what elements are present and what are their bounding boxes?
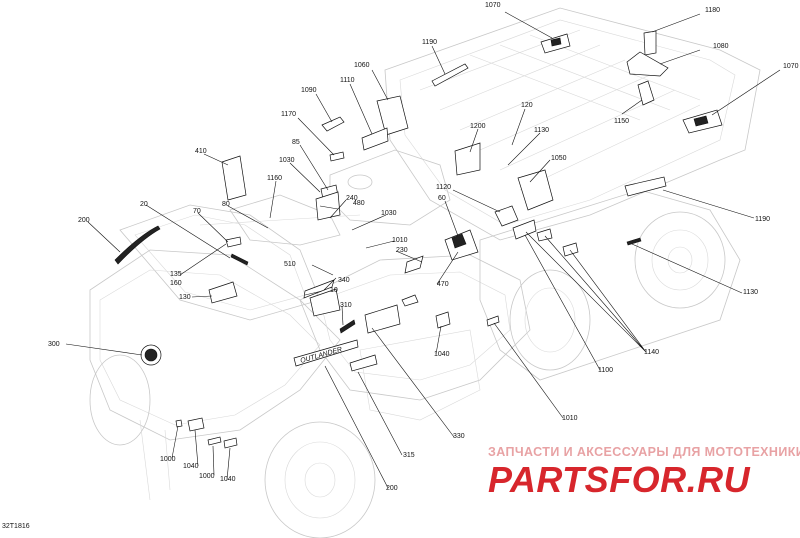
watermark-logo: PARTSFOR.RU [488,459,751,500]
callout-330: 330 [453,433,465,440]
decal-315 [349,354,378,372]
leader-lines [65,11,781,489]
decal-70 [225,236,242,248]
drawing-code: 32T1816 [2,523,30,530]
callout-120: 120 [521,102,533,109]
callout-200-bottom: 200 [386,485,398,492]
decal-1110 [361,127,389,151]
decal-1190-top [431,63,469,87]
callout-1140: 1140 [644,349,659,356]
callout-135: 135 [170,271,182,278]
decal-1070-top-mark [550,37,562,47]
callout-1160: 1160 [267,175,282,182]
decals: OUTLANDER [114,30,723,449]
callout-410: 410 [195,148,207,155]
callout-10: 10 [330,287,338,294]
callout-480: 480 [353,200,365,207]
decal-1010-plug [486,315,500,327]
decal-1050 [517,169,554,211]
decal-60-mark [451,233,467,249]
decal-480 [315,191,341,221]
callout-70: 70 [193,208,201,215]
callout-470: 470 [437,281,449,288]
callout-1180: 1180 [705,7,720,14]
fender-lettering: OUTLANDER [300,346,343,365]
decal-fender [293,339,359,367]
decal-1140-c [562,242,579,257]
decal-1190-side [624,176,667,197]
decal-300-center [144,348,158,362]
callout-1050: 1050 [551,155,567,162]
callout-1060: 1060 [354,62,370,69]
decal-1080 [626,51,669,77]
callout-1090: 1090 [301,87,317,94]
decal-310-small [401,294,419,307]
callout-1010-mid: 1010 [392,237,408,244]
callout-1070-top: 1070 [485,2,501,9]
decal-160 [230,253,249,266]
callout-1120: 1120 [436,184,451,191]
callout-1200: 1200 [470,123,486,130]
callout-85: 85 [292,139,300,146]
callout-1070-right: 1070 [783,63,799,70]
decal-1200 [454,142,481,176]
callout-1000-right: 1000 [199,473,215,480]
decal-1070-right-mark [693,115,709,127]
decal-1040-small [207,436,222,446]
callout-labels: 1070 1180 1190 1080 1070 1060 1090 1110 … [48,2,799,492]
decal-1140-b [536,228,553,242]
decal-1090 [321,116,345,132]
decal-200-stripe [114,225,161,265]
decal-1180 [643,30,657,56]
callout-310: 310 [340,302,352,309]
callout-1100: 1100 [598,367,613,374]
decal-1120 [494,205,519,227]
decal-310 [339,319,356,334]
decal-1040-lower [187,417,205,432]
decal-1000-plug [175,419,183,428]
callout-1190-top: 1190 [422,39,437,46]
callout-1110: 1110 [340,77,355,84]
callout-240: 240 [346,195,358,202]
watermark-tagline: ЗАПЧАСТИ И АКСЕССУАРЫ ДЛЯ МОТОТЕХНИКИ [488,445,800,459]
callout-1030-top: 1030 [279,157,295,164]
callout-1150: 1150 [614,118,629,125]
callout-300: 300 [48,341,60,348]
callout-1040-lower-b: 1040 [220,476,236,483]
callout-1080: 1080 [713,43,729,50]
callout-230: 230 [396,247,408,254]
callout-20: 20 [140,201,148,208]
callout-1010-lower: 1010 [562,415,578,422]
decal-330 [364,304,401,334]
decal-1140-a [512,219,537,240]
callout-315: 315 [403,452,415,459]
callout-1040-lower-a: 1040 [183,463,199,470]
decal-1060 [376,95,409,136]
callout-1030-mid: 1030 [381,210,397,217]
decal-1130-plug [626,237,642,246]
decal-1150 [637,80,655,106]
callout-1000-left: 1000 [160,456,176,463]
decal-1040-mid [435,311,451,329]
callout-1190-side: 1190 [755,216,770,223]
callout-1170: 1170 [281,111,296,118]
decal-410 [221,155,247,201]
callout-1130-side: 1130 [743,289,758,296]
callout-1040-mid: 1040 [434,351,450,358]
callout-340: 340 [338,277,350,284]
decal-340 [309,288,341,317]
callout-80: 80 [222,201,230,208]
callout-60: 60 [438,195,446,202]
callout-200-top: 200 [78,217,90,224]
callout-130: 130 [179,294,191,301]
callout-1130-top: 1130 [534,127,549,134]
decal-130 [208,281,238,304]
callout-160: 160 [170,280,182,287]
callout-510: 510 [284,261,296,268]
decal-1040-small-b [223,437,238,449]
